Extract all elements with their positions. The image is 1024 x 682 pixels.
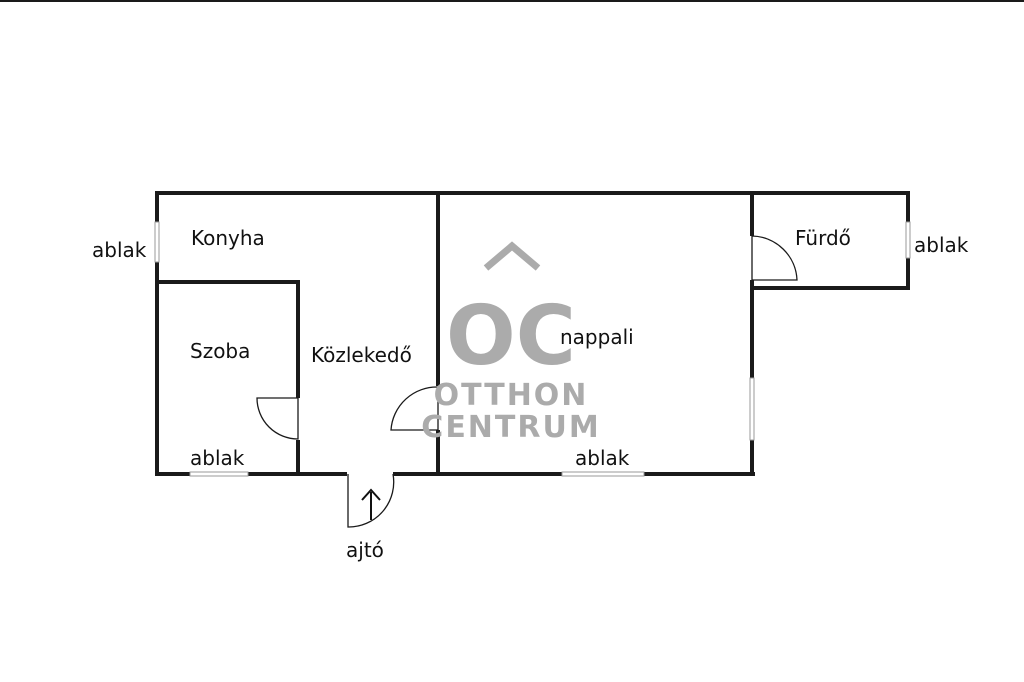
watermark-roof-icon: [483, 241, 541, 271]
wall-bath-bottom: [750, 286, 910, 290]
wall-left: [155, 191, 159, 476]
window-label-bedroom: ablak: [190, 446, 245, 470]
room-label-bathroom: Fürdő: [795, 226, 851, 250]
door-gap-entry: [347, 472, 393, 476]
doors: [256, 235, 798, 528]
door-bedroom: [256, 397, 299, 440]
wall-living-bath: [750, 191, 754, 476]
watermark-monogram: OC: [446, 289, 576, 384]
wall-hall-living: [436, 191, 440, 476]
windows: [154, 221, 911, 477]
wall-bedroom-hall: [296, 280, 300, 476]
door-label-entry: ajtó: [346, 538, 384, 562]
walls: [155, 191, 910, 476]
wall-bottom: [155, 472, 755, 476]
watermark-logo: OC OTTHON CENTRUM: [421, 241, 600, 445]
door-bath: [751, 235, 798, 281]
wall-top-main: [155, 191, 752, 195]
wall-top-bath: [750, 191, 910, 195]
room-label-kitchen: Konyha: [191, 226, 265, 250]
window-living-right: [749, 377, 755, 441]
wall-kitchen-bedroom: [155, 280, 300, 284]
door-hall: [390, 386, 439, 431]
watermark-line1: OTTHON: [434, 378, 589, 413]
window-bedroom: [189, 471, 249, 477]
window-living-bottom: [561, 471, 645, 477]
room-label-living: nappali: [560, 325, 634, 349]
room-label-hallway: Közlekedő: [311, 343, 412, 367]
top-border: [0, 0, 1024, 2]
door-entry: [347, 473, 395, 528]
window-kitchen: [154, 221, 160, 263]
window-label-kitchen: ablak: [92, 238, 147, 262]
watermark-line2: CENTRUM: [421, 410, 600, 445]
window-label-bathroom: ablak: [914, 233, 969, 257]
window-label-living: ablak: [575, 446, 630, 470]
room-label-bedroom: Szoba: [190, 339, 250, 363]
window-bath: [905, 221, 911, 259]
entry-arrow-icon: [361, 488, 381, 520]
